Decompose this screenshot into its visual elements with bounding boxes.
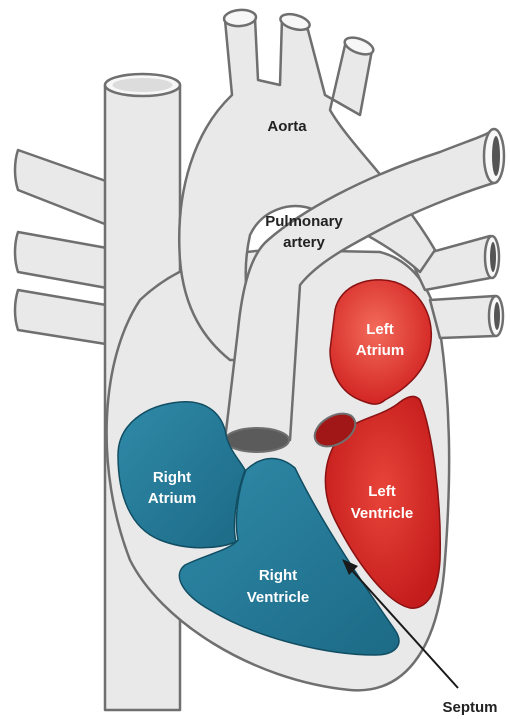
label-right-atrium-line1: Right (153, 469, 191, 486)
label-aorta: Aorta (267, 118, 307, 135)
label-left-atrium-line2: Atrium (356, 342, 404, 359)
label-right-atrium-line2: Atrium (148, 490, 196, 507)
label-left-atrium-line1: Left (366, 321, 394, 338)
label-septum: Septum (442, 699, 497, 716)
label-right-ventricle-line2: Ventricle (247, 589, 310, 606)
label-pulmonary-artery-line2: artery (283, 234, 325, 251)
label-pulmonary-artery-line1: Pulmonary (265, 213, 343, 230)
label-left-ventricle-line1: Left (368, 483, 396, 500)
label-right-ventricle-line1: Right (259, 567, 297, 584)
label-left-ventricle-line2: Ventricle (351, 505, 414, 522)
